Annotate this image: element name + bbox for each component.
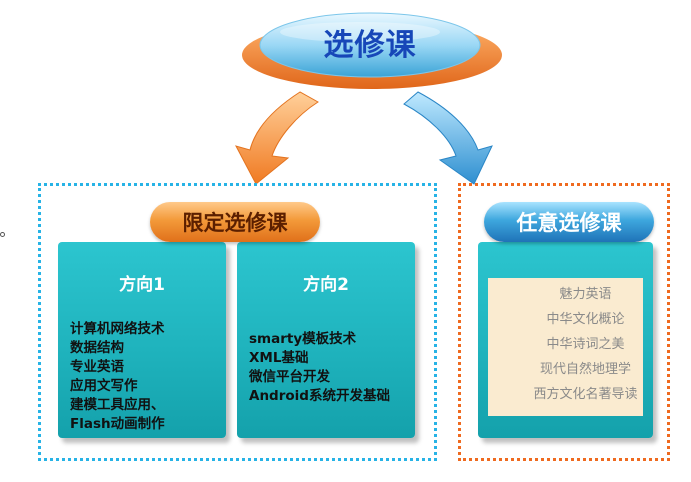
list-item: 计算机网络技术 — [70, 321, 165, 337]
direction-2-list: smarty模板技术 XML基础 微信平台开发 Android系统开发基础 — [249, 330, 390, 406]
list-item: 微信平台开发 — [249, 369, 330, 385]
list-item: 应用文写作 — [70, 378, 138, 394]
list-item: 西方文化名著导读 — [533, 387, 638, 402]
direction-1-list: 计算机网络技术 数据结构 专业英语 应用文写作 建模工具应用、 Flash动画制… — [70, 320, 165, 434]
bullet-dot — [0, 232, 5, 237]
direction-1-heading: 方向1 — [119, 275, 165, 295]
list-item: XML基础 — [249, 350, 309, 366]
title-ellipse — [259, 12, 481, 78]
optional-electives-list: 魅力英语 中华文化概论 中华诗词之美 现代自然地理学 西方文化名著导读 — [488, 278, 643, 416]
list-item: Flash动画制作 — [70, 416, 165, 432]
list-item: 现代自然地理学 — [539, 362, 631, 377]
list-item: Android系统开发基础 — [249, 388, 390, 404]
list-item: smarty模板技术 — [249, 331, 357, 347]
list-item: 建模工具应用、 — [70, 397, 165, 413]
optional-electives-panel: 魅力英语 中华文化概论 中华诗词之美 现代自然地理学 西方文化名著导读 — [478, 242, 653, 438]
direction-2-heading: 方向2 — [303, 275, 349, 295]
list-item: 中华文化概论 — [546, 312, 625, 327]
optional-electives-container — [458, 183, 670, 461]
list-item: 中华诗词之美 — [546, 337, 625, 352]
diagram-title: 选修课 — [323, 28, 417, 63]
limited-electives-container — [38, 183, 437, 461]
list-item: 魅力英语 — [559, 287, 612, 302]
direction-2-panel: 方向2 smarty模板技术 XML基础 微信平台开发 Android系统开发基… — [237, 242, 415, 438]
optional-electives-label: 任意选修课 — [484, 202, 654, 242]
list-item: 专业英语 — [70, 359, 124, 375]
limited-electives-label: 限定选修课 — [150, 202, 320, 242]
arrow-left — [235, 91, 319, 185]
list-item: 数据结构 — [70, 340, 124, 356]
arrow-right — [403, 91, 493, 185]
direction-1-panel: 方向1 计算机网络技术 数据结构 专业英语 应用文写作 建模工具应用、 Flas… — [58, 242, 226, 438]
